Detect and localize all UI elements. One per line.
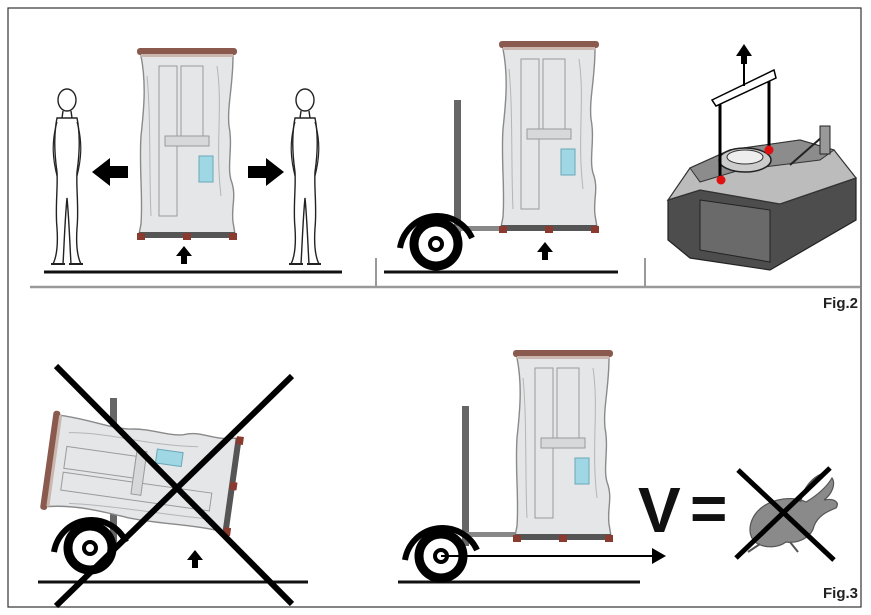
outer-border (7, 7, 862, 608)
packed-cabinet-icon (498, 40, 600, 234)
arrow-up-icon (736, 44, 752, 64)
arrow-right-icon (248, 158, 284, 186)
forklift-mast (454, 100, 461, 240)
panel-crane-lift (666, 44, 857, 271)
fig3-label: Fig.3 (823, 585, 858, 602)
person-right-icon (288, 88, 322, 265)
fig2-label: Fig.2 (823, 295, 858, 312)
arrow-up-icon (537, 242, 553, 260)
forklift-wheel-icon (405, 528, 477, 578)
person-left-icon (50, 88, 84, 265)
red-lift-point (764, 145, 774, 155)
forklift-wheel-icon (400, 216, 472, 266)
motion-arrow-icon (652, 548, 666, 564)
forklift-mast (462, 406, 469, 546)
cross-out-line (53, 363, 295, 607)
machine-post (819, 125, 831, 155)
machine-side-panel (699, 199, 771, 263)
arrow-up-icon (176, 246, 192, 264)
red-lift-point (716, 175, 726, 185)
panel-wrong-tilt (38, 363, 308, 609)
packed-cabinet-icon (136, 47, 238, 241)
packed-cabinet-icon (512, 349, 614, 543)
panel-forklift-lift (384, 40, 618, 274)
fig2-group: Fig.2 (30, 40, 860, 312)
forklift-fork (463, 532, 563, 537)
cross-out-line (53, 373, 295, 609)
panel-correct-transport: V = (398, 349, 838, 584)
machine-drum-inner (726, 149, 764, 165)
panel-people-lift (44, 47, 342, 274)
arrow-up-icon (187, 550, 203, 568)
equals-symbol: = (690, 472, 727, 544)
hare-no-speed-icon (734, 466, 838, 562)
tilted-cabinet-icon (39, 409, 245, 537)
arrow-left-icon (92, 158, 128, 186)
velocity-symbol: V (638, 474, 681, 546)
fig3-group: V = Fig.3 (38, 349, 858, 609)
lifting-beam (710, 68, 777, 107)
